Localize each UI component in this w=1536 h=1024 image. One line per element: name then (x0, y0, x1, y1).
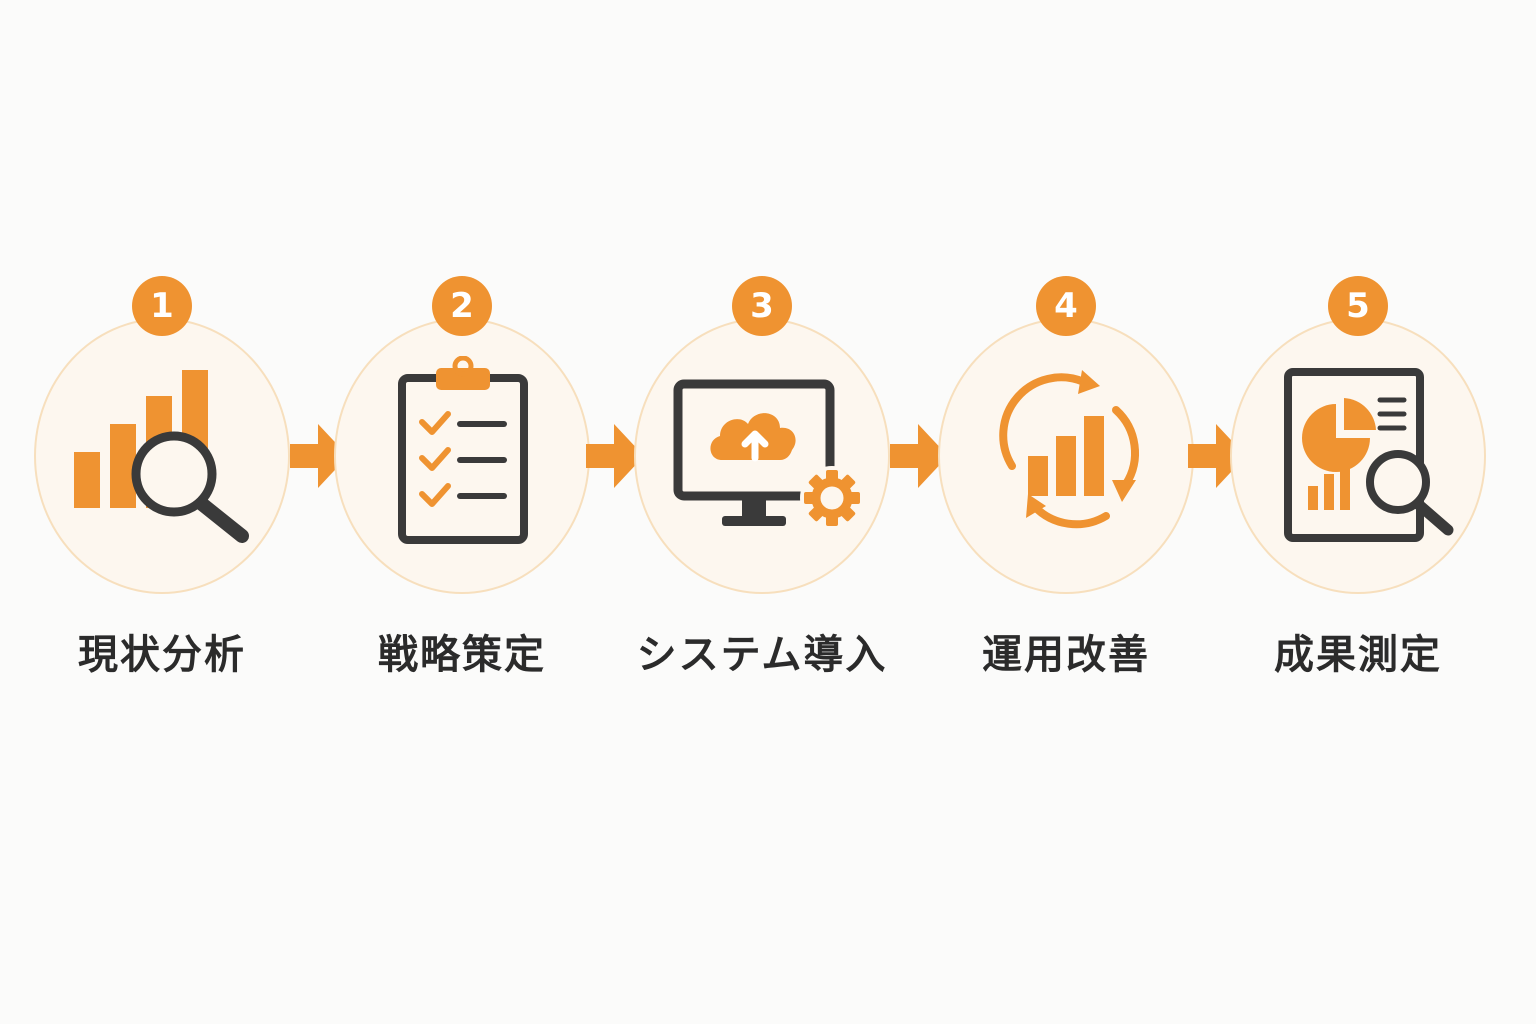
step-label: システム導入 (636, 632, 888, 678)
step-label: 運用改善 (982, 632, 1150, 678)
step-label: 現状分析 (78, 632, 246, 678)
step-number-badge: 1 (132, 276, 192, 336)
step-5: 5 成果測定 (1228, 0, 1488, 1024)
clipboard-checklist-icon (398, 356, 528, 544)
gear-icon (800, 466, 862, 530)
step-4: 4 運用改善 (936, 0, 1196, 1024)
step-number-badge: 2 (432, 276, 492, 336)
step-3: 3 システム導入 (632, 0, 892, 1024)
step-1: 1 現状分析 (32, 0, 292, 1024)
step-2: 2 戦略策定 (332, 0, 592, 1024)
cycle-bar-chart-icon (999, 370, 1139, 529)
bar-chart-magnifier-icon (74, 370, 249, 543)
report-magnifier-icon (1284, 368, 1454, 542)
step-number-badge: 3 (732, 276, 792, 336)
arrow-right-icon (586, 424, 644, 488)
step-number-badge: 4 (1036, 276, 1096, 336)
arrow-right-icon (1188, 424, 1246, 488)
arrow-right-icon (290, 424, 348, 488)
step-label: 成果測定 (1274, 632, 1442, 678)
step-number-badge: 5 (1328, 276, 1388, 336)
step-label: 戦略策定 (378, 632, 546, 678)
monitor-cloud-gear-icon (673, 379, 862, 530)
arrow-right-icon (890, 424, 948, 488)
